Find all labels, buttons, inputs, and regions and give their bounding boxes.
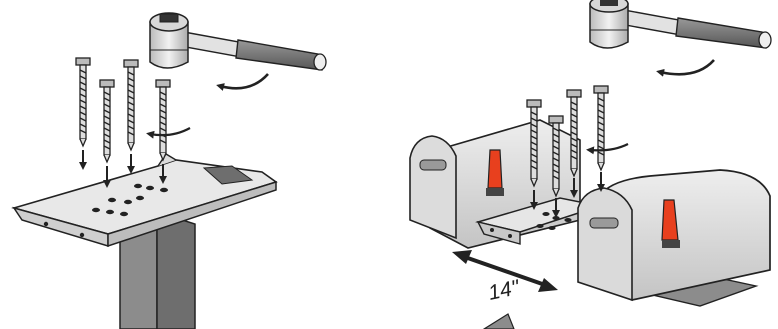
- wooden-post-icon: [484, 314, 514, 329]
- mounting-bracket-icon: [14, 154, 276, 246]
- dimension-label: 14": [486, 276, 522, 305]
- socket-wrench-icon: [150, 13, 326, 70]
- lag-screw-icon: [76, 58, 170, 162]
- rotation-arrow-icon: [220, 74, 268, 88]
- rotation-arrow-icon: [150, 128, 190, 135]
- socket-wrench-icon: [590, 0, 771, 48]
- dimension-arrow: 14": [452, 250, 558, 305]
- left-panel: [14, 13, 326, 329]
- rotation-arrow-icon: [590, 144, 628, 150]
- right-panel: 14": [410, 0, 771, 329]
- rotation-arrow-icon: [660, 60, 714, 74]
- double-mailbox-icon: [578, 170, 770, 306]
